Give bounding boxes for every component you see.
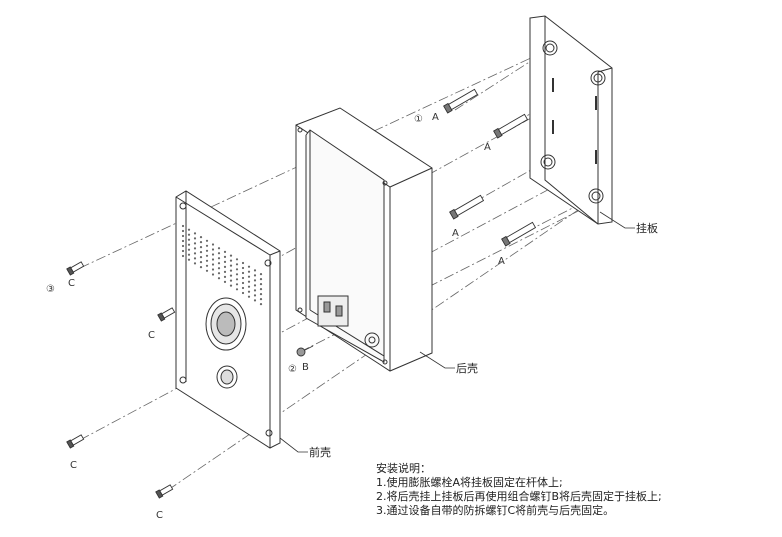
label-screw-c-1: C (68, 278, 75, 289)
label-bolt-a-3: A (452, 228, 459, 239)
label-front-shell: 前壳 (309, 445, 331, 459)
label-screw-b: B (302, 362, 309, 373)
label-bolt-a-4: A (498, 256, 505, 267)
notes-title: 安装说明： (376, 462, 431, 475)
notes-step-1: 1.使用膨胀螺栓A将挂板固定在杆体上; (376, 476, 563, 489)
label-bolt-a-2: A (484, 142, 491, 153)
leader-lines (279, 211, 635, 453)
screw-b (296, 345, 314, 357)
label-bolt-a-1: A (432, 112, 439, 123)
bolts-a (443, 88, 537, 247)
label-step-1: ① (414, 114, 423, 125)
front-shell (175, 190, 281, 449)
label-screw-c-2: C (148, 330, 155, 341)
notes-step-3: 3.通过设备自带的防拆螺钉C将前壳与后壳固定。 (376, 504, 615, 517)
label-mount-plate: 挂板 (636, 221, 658, 235)
screws-c (66, 261, 176, 499)
speaker-grille (181, 224, 263, 306)
mounting-plate (529, 15, 613, 225)
label-back-shell: 后壳 (456, 361, 478, 375)
label-screw-c-4: C (156, 510, 163, 521)
notes-step-2: 2.将后壳挂上挂板后再使用组合螺钉B将后壳固定于挂板上; (376, 490, 662, 503)
label-step-2: ② (288, 364, 297, 375)
back-shell (295, 107, 433, 372)
label-screw-c-3: C (70, 460, 77, 471)
label-step-3: ③ (46, 284, 55, 295)
installation-notes: 安装说明： 1.使用膨胀螺栓A将挂板固定在杆体上; 2.将后壳挂上挂板后再使用组… (376, 462, 776, 518)
